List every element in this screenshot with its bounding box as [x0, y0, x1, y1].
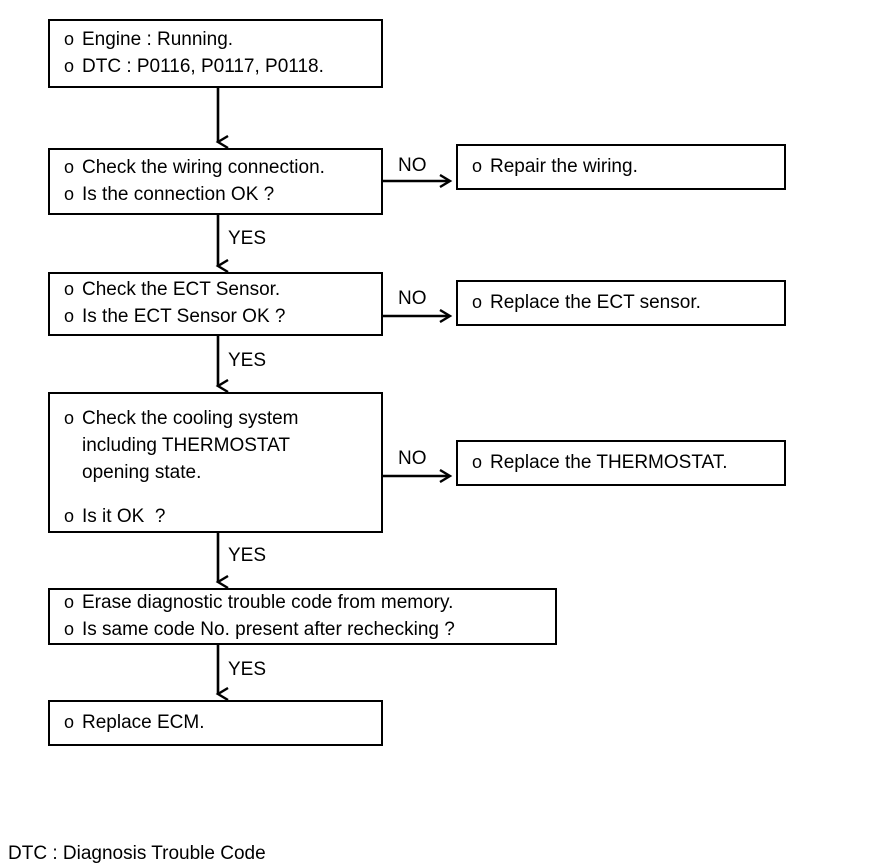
node-replace-ecm-line-1: o Replace ECM.: [50, 710, 381, 737]
bullet-marker: o: [472, 451, 483, 472]
node-check-wiring-content: o Check the wiring connection. o Is the …: [50, 150, 381, 213]
node-repair-wiring: o Repair the wiring.: [456, 144, 786, 190]
edge-label-yes-2: YES: [228, 350, 267, 371]
node-erase-dtc-text-1: Erase diagnostic trouble code from memor…: [82, 591, 454, 613]
node-replace-ect-sensor-text-1: Replace the ECT sensor.: [490, 291, 701, 313]
node-check-wiring-line-2: o Is the connection OK ?: [50, 182, 381, 209]
node-start-text-2: DTC : P0116, P0117, P0118.: [82, 55, 324, 77]
node-repair-wiring-line-1: o Repair the wiring.: [458, 154, 784, 181]
node-replace-thermostat-content: o Replace the THERMOSTAT.: [458, 442, 784, 484]
node-check-ect-sensor: o Check the ECT Sensor. o Is the ECT Sen…: [48, 272, 383, 336]
node-check-cooling-system-text-2: including THERMOSTAT: [82, 434, 290, 456]
node-start-content: o Engine : Running. o DTC : P0116, P0117…: [50, 21, 381, 86]
node-start-line-2: o DTC : P0116, P0117, P0118.: [50, 54, 381, 81]
node-check-cooling-system-line-3: opening state.: [50, 460, 381, 487]
bullet-marker: o: [472, 155, 483, 176]
node-repair-wiring-content: o Repair the wiring.: [458, 146, 784, 188]
node-check-cooling-system-line-1: o Check the cooling system: [50, 406, 381, 433]
node-check-cooling-system-line-4: [50, 487, 381, 504]
node-check-cooling-system-text-1: Check the cooling system: [82, 408, 299, 429]
bullet-marker: o: [64, 711, 75, 732]
node-check-cooling-system-line-5: o Is it OK ?: [50, 504, 381, 531]
node-start-text-1: Engine : Running.: [82, 28, 234, 50]
node-erase-dtc-content: o Erase diagnostic trouble code from mem…: [50, 590, 555, 643]
node-replace-thermostat-line-1: o Replace the THERMOSTAT.: [458, 450, 784, 477]
bullet-marker: o: [64, 306, 75, 326]
node-erase-dtc-text-2: Is same code No. present after recheckin…: [82, 618, 455, 640]
node-check-ect-sensor-text-2: Is the ECT Sensor OK ?: [82, 306, 286, 327]
node-replace-ect-sensor-line-1: o Replace the ECT sensor.: [458, 290, 784, 317]
node-check-cooling-system-content: o Check the cooling system including THE…: [50, 394, 381, 531]
node-check-cooling-system-text-5: Is it OK ?: [82, 506, 166, 528]
node-replace-ect-sensor-content: o Replace the ECT sensor.: [458, 282, 784, 324]
edge-label-yes-4: YES: [228, 659, 267, 680]
edge-label-yes-1: YES: [228, 228, 267, 249]
legend-line-dtc: DTC : Diagnosis Trouble Code: [8, 843, 266, 864]
bullet-marker: o: [64, 279, 75, 300]
node-replace-ect-sensor: o Replace the ECT sensor.: [456, 280, 786, 326]
edge-label-yes-3: YES: [228, 545, 267, 566]
node-repair-wiring-text-1: Repair the wiring.: [490, 155, 638, 177]
node-check-wiring-text-2: Is the connection OK ?: [82, 183, 275, 205]
bullet-marker: o: [64, 183, 75, 204]
bullet-marker: o: [64, 506, 75, 527]
bullet-marker: o: [64, 156, 75, 177]
node-replace-thermostat-text-1: Replace the THERMOSTAT.: [490, 451, 728, 473]
bullet-marker: o: [64, 591, 75, 612]
node-check-ect-sensor-text-1: Check the ECT Sensor.: [82, 279, 281, 301]
node-check-wiring-line-1: o Check the wiring connection.: [50, 155, 381, 182]
node-replace-ecm-text-1: Replace ECM.: [82, 711, 205, 733]
bullet-marker: o: [64, 618, 75, 639]
edge-label-no-2: NO: [398, 288, 427, 309]
node-check-wiring: o Check the wiring connection. o Is the …: [48, 148, 383, 215]
node-check-cooling-system-line-2: including THERMOSTAT: [50, 433, 381, 460]
node-check-ect-sensor-line-2: o Is the ECT Sensor OK ?: [50, 304, 381, 331]
node-check-ect-sensor-line-1: o Check the ECT Sensor.: [50, 277, 381, 304]
bullet-marker: o: [472, 291, 483, 312]
edge-label-no-3: NO: [398, 448, 427, 469]
node-replace-ecm-content: o Replace ECM.: [50, 702, 381, 744]
node-check-cooling-system: o Check the cooling system including THE…: [48, 392, 383, 533]
node-check-cooling-system-text-3: opening state.: [82, 461, 202, 483]
edge-label-no-1: NO: [398, 155, 427, 176]
node-start-line-1: o Engine : Running.: [50, 27, 381, 54]
node-erase-dtc-line-1: o Erase diagnostic trouble code from mem…: [50, 590, 555, 617]
bullet-marker: o: [64, 408, 75, 428]
bullet-marker: o: [64, 28, 75, 49]
node-check-ect-sensor-content: o Check the ECT Sensor. o Is the ECT Sen…: [50, 274, 381, 334]
bullet-marker: o: [64, 55, 75, 76]
node-replace-ecm: o Replace ECM.: [48, 700, 383, 746]
node-erase-dtc: o Erase diagnostic trouble code from mem…: [48, 588, 557, 645]
node-start: o Engine : Running. o DTC : P0116, P0117…: [48, 19, 383, 88]
node-replace-thermostat: o Replace the THERMOSTAT.: [456, 440, 786, 486]
node-erase-dtc-line-2: o Is same code No. present after recheck…: [50, 617, 555, 644]
legend: DTC : Diagnosis Trouble Code ECM : Engin…: [8, 783, 303, 868]
node-check-wiring-text-1: Check the wiring connection.: [82, 156, 325, 178]
